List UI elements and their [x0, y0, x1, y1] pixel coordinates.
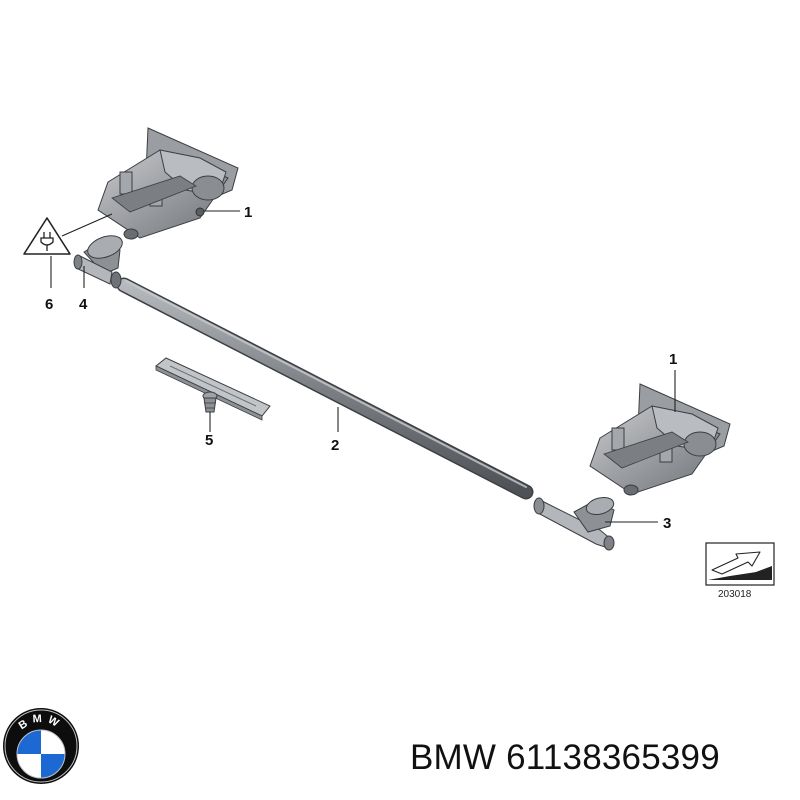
- callout-nozzle-bottom: 1: [669, 351, 677, 368]
- leader-lines: [50, 210, 676, 523]
- elbow-connector: [73, 235, 123, 289]
- washer-hose: [116, 277, 534, 500]
- part-number: 61138365399: [506, 738, 720, 777]
- bmw-logo: BMW: [3, 708, 79, 784]
- t-connector: [533, 496, 615, 551]
- washer-nozzle-top: [97, 127, 239, 240]
- holder-clip: [155, 357, 271, 421]
- washer-nozzle-bottom: [589, 383, 731, 496]
- callout-hose: 2: [331, 437, 339, 454]
- callout-warning-label: 6: [45, 296, 53, 313]
- callout-holder-clip: 5: [205, 432, 213, 449]
- reference-box: [705, 542, 775, 586]
- callout-t-connector: 3: [663, 515, 671, 532]
- reference-number: 203018: [718, 589, 752, 600]
- callout-elbow-connector: 4: [79, 296, 88, 313]
- callout-nozzle-top: 1: [244, 204, 252, 221]
- warning-triangle-icon: [23, 217, 71, 255]
- brand-name: BMW: [410, 738, 497, 777]
